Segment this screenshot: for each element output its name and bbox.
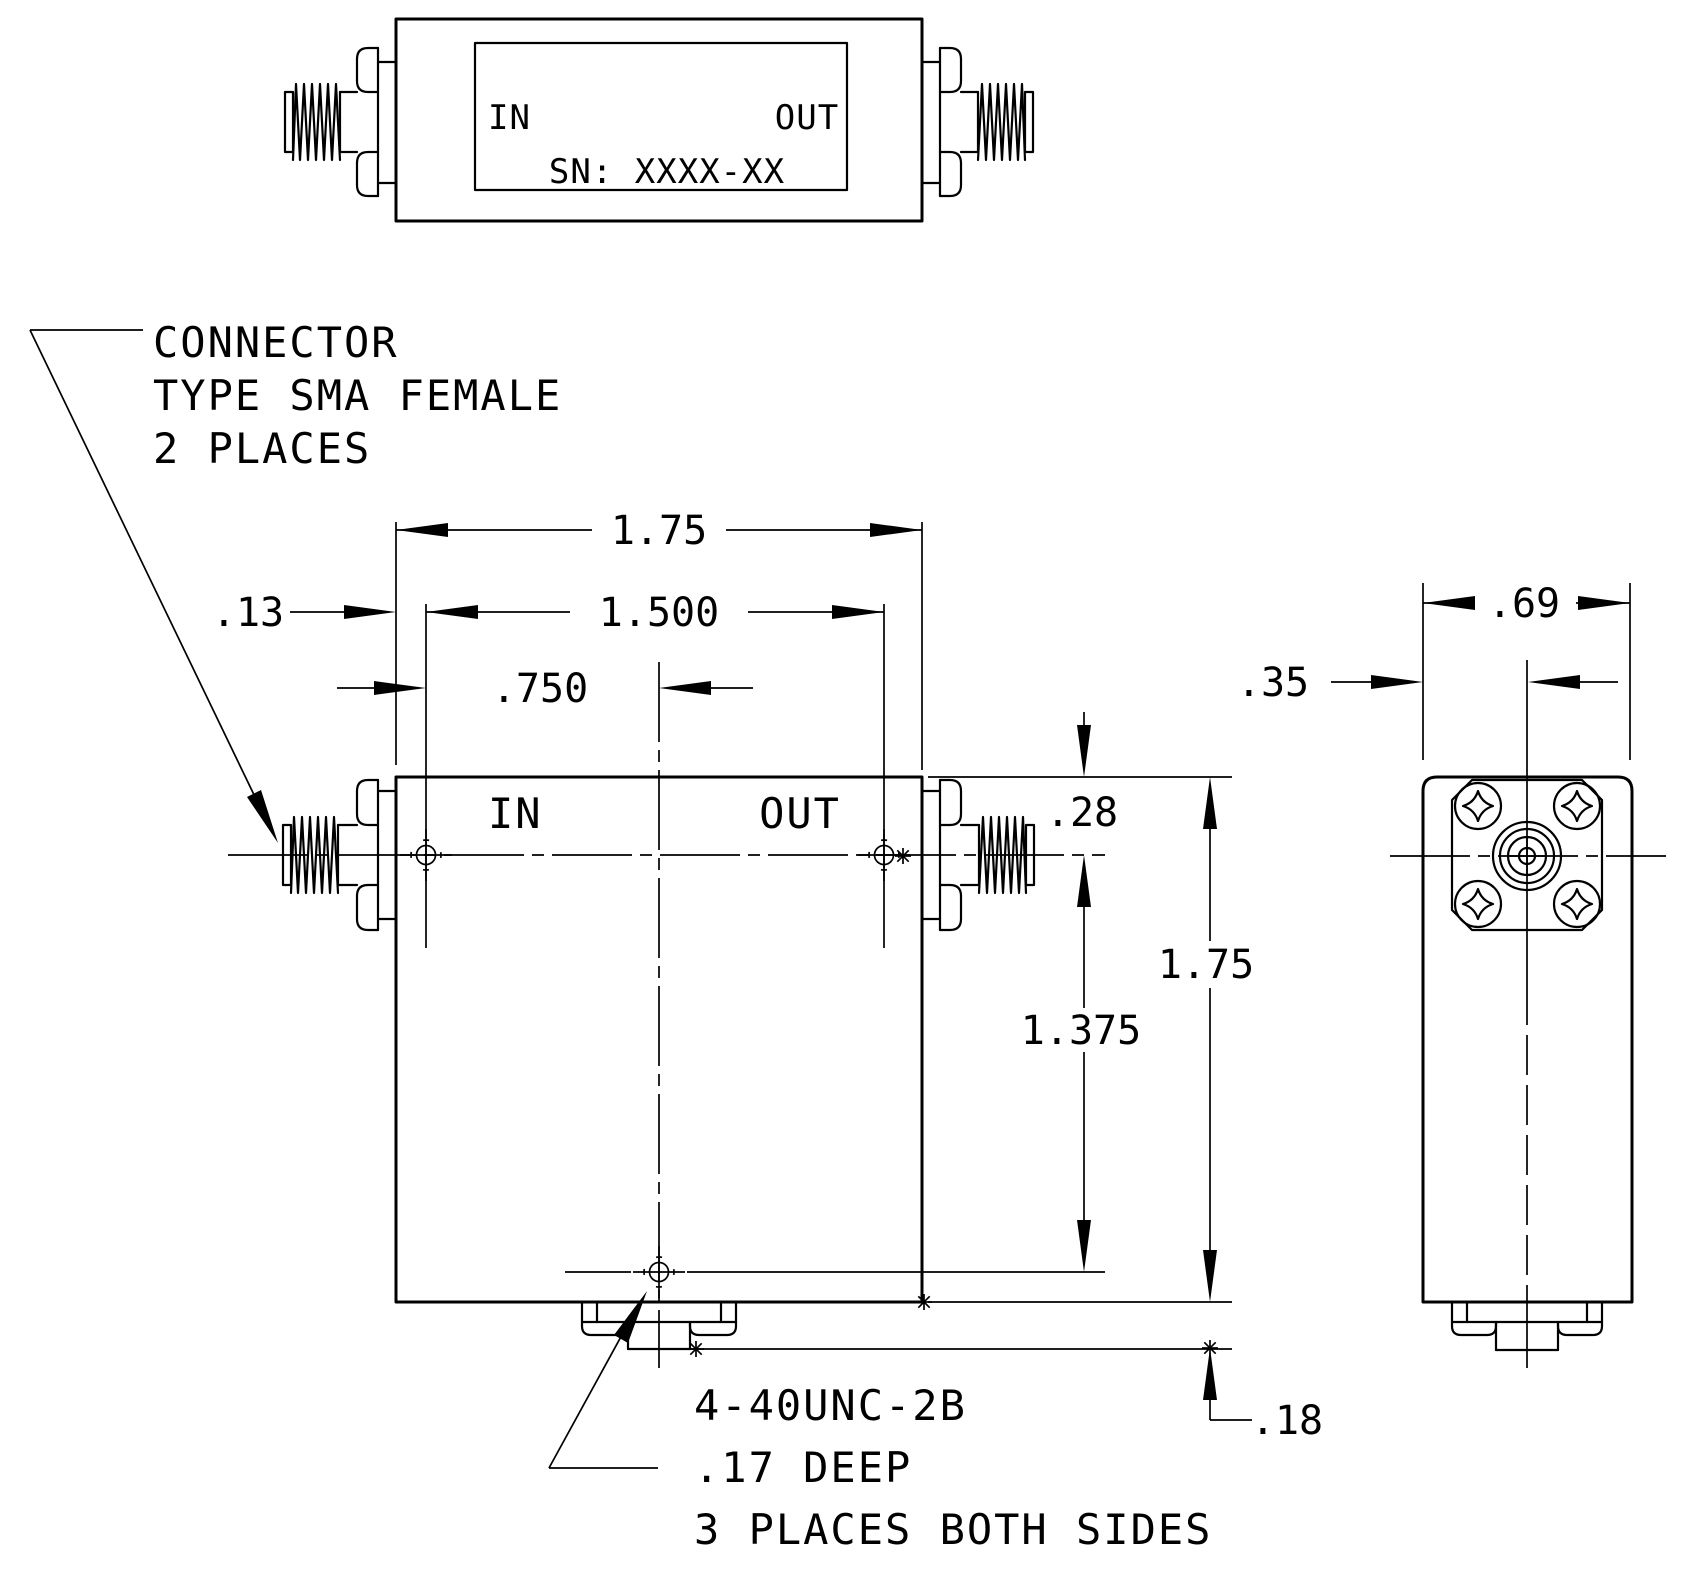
point-marker [687,1340,705,1358]
dim-top-to-holes: .28 [1046,712,1118,836]
top-view-in-label: IN [488,98,531,138]
dim-overall-height: 1.75 [1158,777,1254,1302]
front-view-in-label: IN [488,789,543,838]
side-view [1390,660,1666,1368]
dim-overall-width-value: 1.75 [611,508,707,554]
point-marker [1201,1339,1219,1357]
sma-threads [291,82,342,162]
top-view-body-outline [394,17,924,223]
tap-note-line2: .17 DEEP [694,1443,912,1492]
connector-note-line2: TYPE SMA FEMALE [153,371,562,420]
sma-threads [976,82,1027,162]
connector-leader [29,329,278,843]
dim-hole-to-center: .750 [337,666,753,712]
dim-hole-to-center-value: .750 [492,666,588,712]
dim-bottom-step-value: .18 [1251,1398,1323,1444]
dim-edge-to-hole-value: .13 [212,590,284,636]
point-marker [894,847,912,865]
tap-note: 4-40UNC-2B .17 DEEP 3 PLACES BOTH SIDES [548,1291,1212,1554]
sma-face [283,90,295,154]
sma-face [1023,90,1035,154]
top-view-serial-label: SN: XXXX-XX [549,152,785,192]
point-marker [915,1293,933,1311]
dim-holes-to-bottom-hole: 1.375 [1021,855,1141,1272]
dim-side-width-value: .69 [1488,581,1560,627]
sma-threads [289,815,340,895]
dim-overall-height-value: 1.75 [1158,942,1254,988]
top-view-out-label: OUT [775,98,839,138]
dim-side-width: .69 [1422,581,1631,760]
top-view-right-connector [920,46,1035,198]
tap-note-line1: 4-40UNC-2B [694,1381,967,1430]
dim-edge-to-hole: .13 [212,590,396,636]
dim-side-center: .35 [1237,660,1618,706]
tap-note-line3: 3 PLACES BOTH SIDES [694,1505,1212,1554]
dim-hole-spacing-value: 1.500 [599,590,719,636]
dim-overall-width: 1.75 [396,508,922,554]
side-view-body-outline [1421,775,1634,1304]
centerlines [228,522,1232,1368]
dim-holes-to-bottom-hole-value: 1.375 [1021,1008,1141,1054]
connector-note-line1: CONNECTOR [153,318,399,367]
top-view-label-plate [473,41,849,192]
connector-note: CONNECTOR TYPE SMA FEMALE 2 PLACES [29,318,562,843]
front-view-out-label: OUT [759,789,841,838]
dim-side-center-value: .35 [1237,660,1309,706]
top-view-left-connector [283,46,398,198]
tap-leader [548,1291,658,1469]
top-view: IN OUT SN: XXXX-XX [283,17,1035,223]
dim-hole-spacing: 1.500 [426,590,884,636]
dim-top-to-holes-value: .28 [1046,790,1118,836]
dim-bottom-step: .18 [1201,1339,1323,1444]
sma-threads [977,815,1028,895]
connector-note-line3: 2 PLACES [153,424,371,473]
